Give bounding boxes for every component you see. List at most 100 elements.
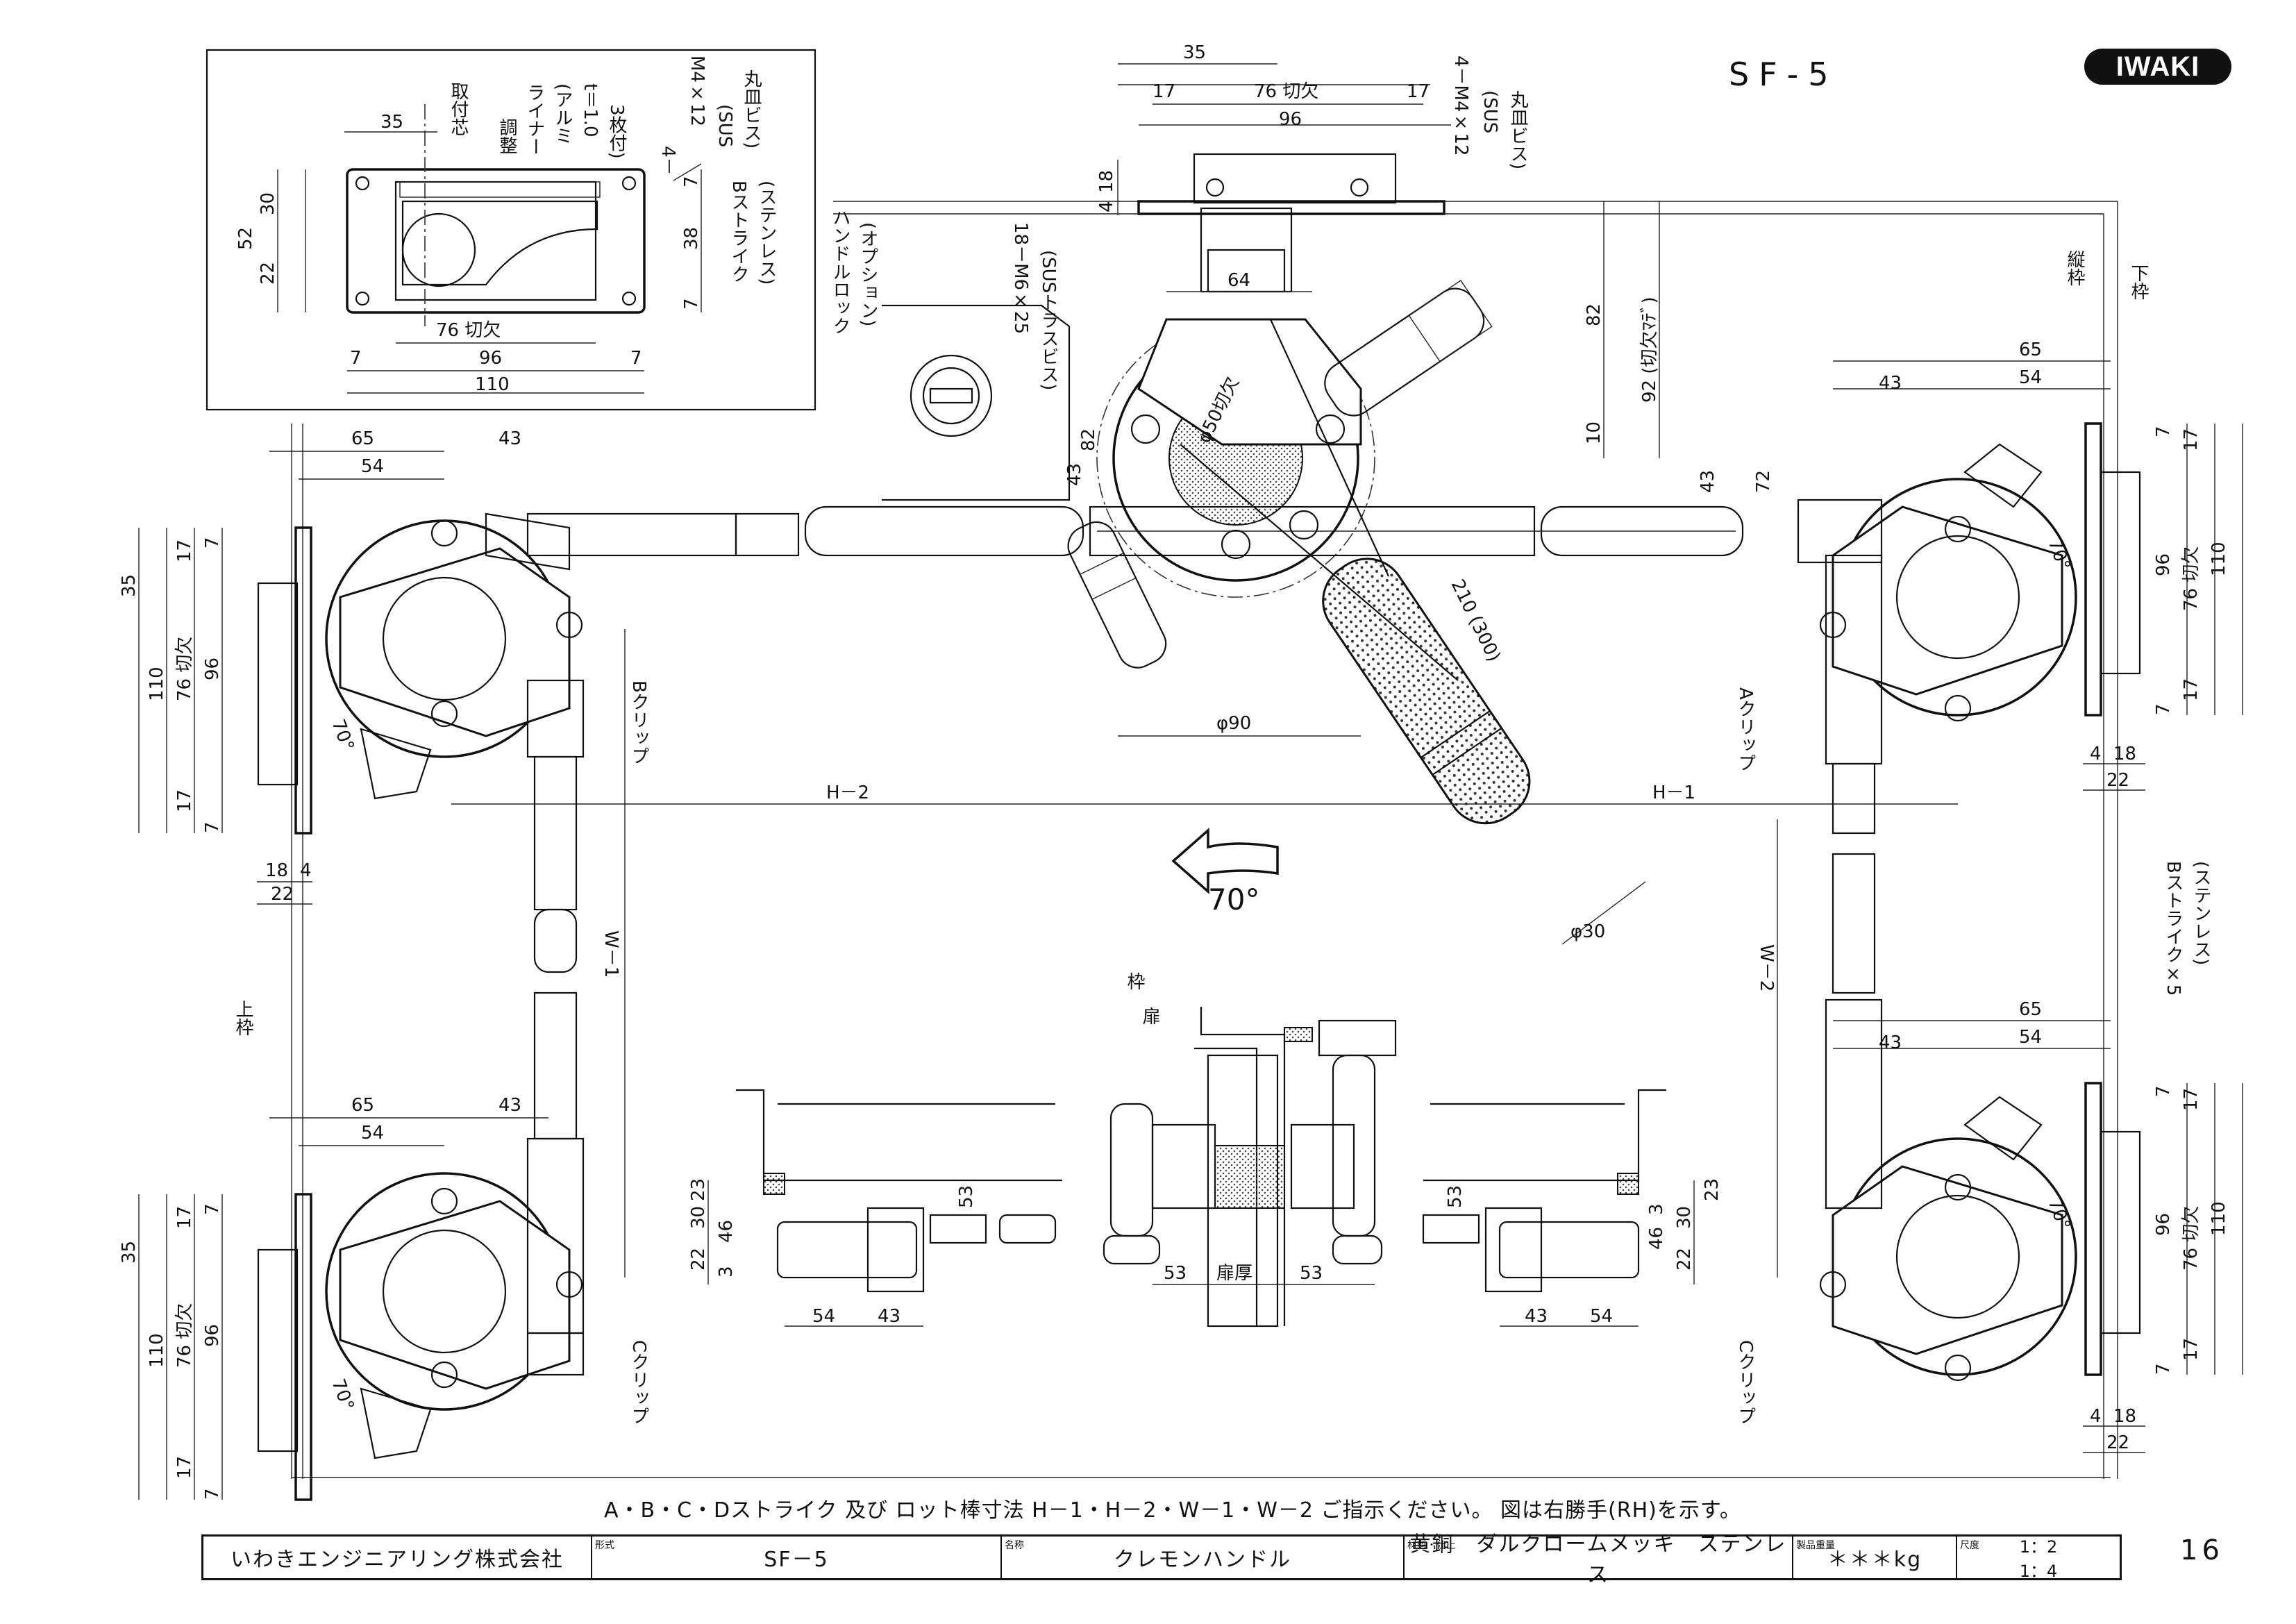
inset-strike-1: Bストライク <box>728 181 749 283</box>
lb-dim-7-bottom: 7 <box>202 1488 223 1500</box>
right-bottom-strike-assembly: 65 43 54 7 17 96 76 切欠 110 17 7 70° Cクリッ… <box>1735 819 2243 1453</box>
tb-scale-1: 1：2 <box>2019 1537 2058 1557</box>
lb-dim-43: 43 <box>498 1095 521 1116</box>
rt-strike-2: (ステンレス) <box>2190 861 2211 965</box>
center-dim-10: 10 <box>1584 421 1604 444</box>
inset-liner-4: t＝1.0 <box>580 83 601 137</box>
title-block: いわきエンジニアリング株式会社 形式 SF－5 名称 クレモンハンドル 材料・仕… <box>201 1532 2122 1587</box>
tb-model-value: SF－5 <box>764 1548 829 1572</box>
top-screw-1: 4－M4×12 <box>1450 56 1471 156</box>
tb-material-caption: 材料・仕上 <box>1407 1540 1456 1551</box>
right-section-view: 53 3 46 30 22 23 43 54 <box>1422 1089 1723 1327</box>
dim-h1: H－1 <box>1652 782 1695 803</box>
rb-dim-4: 4 <box>2090 1406 2102 1427</box>
lb-dim-65: 65 <box>351 1095 374 1116</box>
handle-lock-label: ハンドルロック <box>830 208 850 335</box>
center-dim-length: 210 (300) <box>1447 576 1505 665</box>
right-top-strike-assembly: 65 43 54 7 17 96 76 切欠 110 17 7 70° Aクリッ… <box>1735 340 2243 996</box>
rb-dim-54: 54 <box>2019 1027 2042 1048</box>
tb-material-value: 黄銅 ダルクロームメッキ ステンレス <box>1409 1532 1787 1587</box>
rt-dim-22: 22 <box>2106 770 2129 791</box>
top-dim-18: 18 <box>1096 170 1117 193</box>
rs-dim-54: 54 <box>1590 1306 1613 1327</box>
rt-clip-label: Aクリップ <box>1735 687 1756 772</box>
tb-scale: 尺度 1：2 1：4 <box>1957 1537 2120 1581</box>
rb-dim-17-bottom: 17 <box>2181 1338 2202 1361</box>
inset-dim-30: 30 <box>258 192 278 215</box>
rb-dim-7-bottom: 7 <box>2153 1363 2174 1375</box>
strike-detail-inset: 35 30 52 22 38 7 7 76 切欠 96 110 7 7 取付芯 … <box>206 49 816 411</box>
tb-company-name: いわきエンジニアリング株式会社 <box>231 1548 564 1572</box>
rt-dim-18: 18 <box>2113 744 2136 764</box>
tb-weight-caption: 製品重量 <box>1796 1540 1835 1551</box>
inset-liner-5: 3枚付) <box>606 104 627 159</box>
inset-screw-2: M4×12 <box>687 56 707 126</box>
ls-dim-23: 23 <box>688 1178 709 1201</box>
rb-dim-65: 65 <box>2019 999 2042 1020</box>
rt-dim-17-top: 17 <box>2181 428 2202 451</box>
rs-dim-43: 43 <box>1525 1306 1548 1327</box>
cs-frame-label: 枠 <box>1124 972 1145 990</box>
drawing-model-title: SF-5 <box>1729 56 1838 93</box>
lt-dim-65: 65 <box>351 428 374 449</box>
center-dim-phi90: φ90 <box>1216 713 1251 734</box>
rt-dim-4: 4 <box>2090 744 2102 764</box>
label-vertical-frame: 縦枠 <box>2064 250 2085 286</box>
inset-screw-1: 4－ <box>657 146 678 176</box>
rs-dim-30: 30 <box>1674 1206 1695 1229</box>
inset-dim-110: 110 <box>475 374 510 395</box>
rs-dim-3: 3 <box>1646 1203 1667 1215</box>
rb-dim-43: 43 <box>1879 1032 1902 1053</box>
inset-center-label: 取付芯 <box>448 82 469 136</box>
ls-dim-53: 53 <box>956 1185 977 1208</box>
ls-dim-3: 3 <box>716 1266 737 1278</box>
lb-dim-54: 54 <box>361 1123 384 1144</box>
top-dim-17-right: 17 <box>1407 81 1430 102</box>
lb-dim-96: 96 <box>202 1324 223 1347</box>
inset-liner-1: 調整 <box>496 118 517 154</box>
left-top-strike-assembly: 65 43 54 35 17 7 110 76 切欠 96 17 7 70° B… <box>119 428 800 1140</box>
cs-door-thickness: 扉厚 <box>1216 1263 1252 1284</box>
cs-dim-53-left: 53 <box>1164 1263 1187 1284</box>
rt-dim-43: 43 <box>1879 373 1902 394</box>
tb-name: 名称 クレモンハンドル <box>1002 1537 1405 1578</box>
rt-dim-17-bottom: 17 <box>2181 678 2202 701</box>
top-dim-17-left: 17 <box>1153 81 1175 102</box>
inset-dim-38: 38 <box>681 227 702 250</box>
lb-dim-7-top: 7 <box>202 1203 223 1215</box>
lb-dim-35: 35 <box>119 1241 140 1264</box>
top-dim-96: 96 <box>1279 109 1302 130</box>
rt-dim-96: 96 <box>2153 553 2174 576</box>
inset-dim-52: 52 <box>235 227 256 250</box>
top-dim-4: 4 <box>1096 201 1117 212</box>
center-dim-82: 82 <box>1078 428 1099 451</box>
tb-company: いわきエンジニアリング株式会社 <box>203 1537 592 1578</box>
center-bolt-2: (SUSトラスビス) <box>1038 250 1059 390</box>
rt-dim-54: 54 <box>2019 367 2042 388</box>
center-dim-64: 64 <box>1227 270 1250 291</box>
ls-dim-43: 43 <box>878 1306 900 1327</box>
center-bolt-1: 18－M6×25 <box>1010 222 1031 334</box>
inset-dim-7-right: 7 <box>630 348 642 369</box>
rb-dim-110: 110 <box>2209 1201 2229 1236</box>
tb-scale-caption: 尺度 <box>1960 1540 1979 1551</box>
rb-dim-22: 22 <box>2106 1432 2129 1453</box>
lt-dim-7-bottom: 7 <box>202 821 223 833</box>
rt-dim-7-bottom: 7 <box>2153 703 2174 715</box>
dim-w1: W－1 <box>601 930 621 978</box>
lb-dim-17-top: 17 <box>174 1206 195 1229</box>
tb-weight-value: ＊＊＊kg <box>1827 1548 1922 1572</box>
ls-dim-30: 30 <box>688 1206 709 1229</box>
dim-h2: H－2 <box>826 782 869 803</box>
cs-door-label: 扉 <box>1139 1007 1160 1025</box>
center-dim-82-right: 82 <box>1584 303 1604 326</box>
tb-scale-2: 1：4 <box>2019 1562 2058 1581</box>
lt-dim-22: 22 <box>271 884 294 905</box>
lt-dim-4: 4 <box>300 860 312 881</box>
ls-dim-46: 46 <box>716 1220 737 1243</box>
lb-dim-17-bottom: 17 <box>174 1456 195 1479</box>
inset-dim-7-bottom: 7 <box>681 298 702 310</box>
center-section-view: 枠 扉 扉厚 53 53 <box>1103 972 1397 1328</box>
rt-dim-110: 110 <box>2209 542 2229 576</box>
center-dim-43: 43 <box>1064 463 1085 486</box>
